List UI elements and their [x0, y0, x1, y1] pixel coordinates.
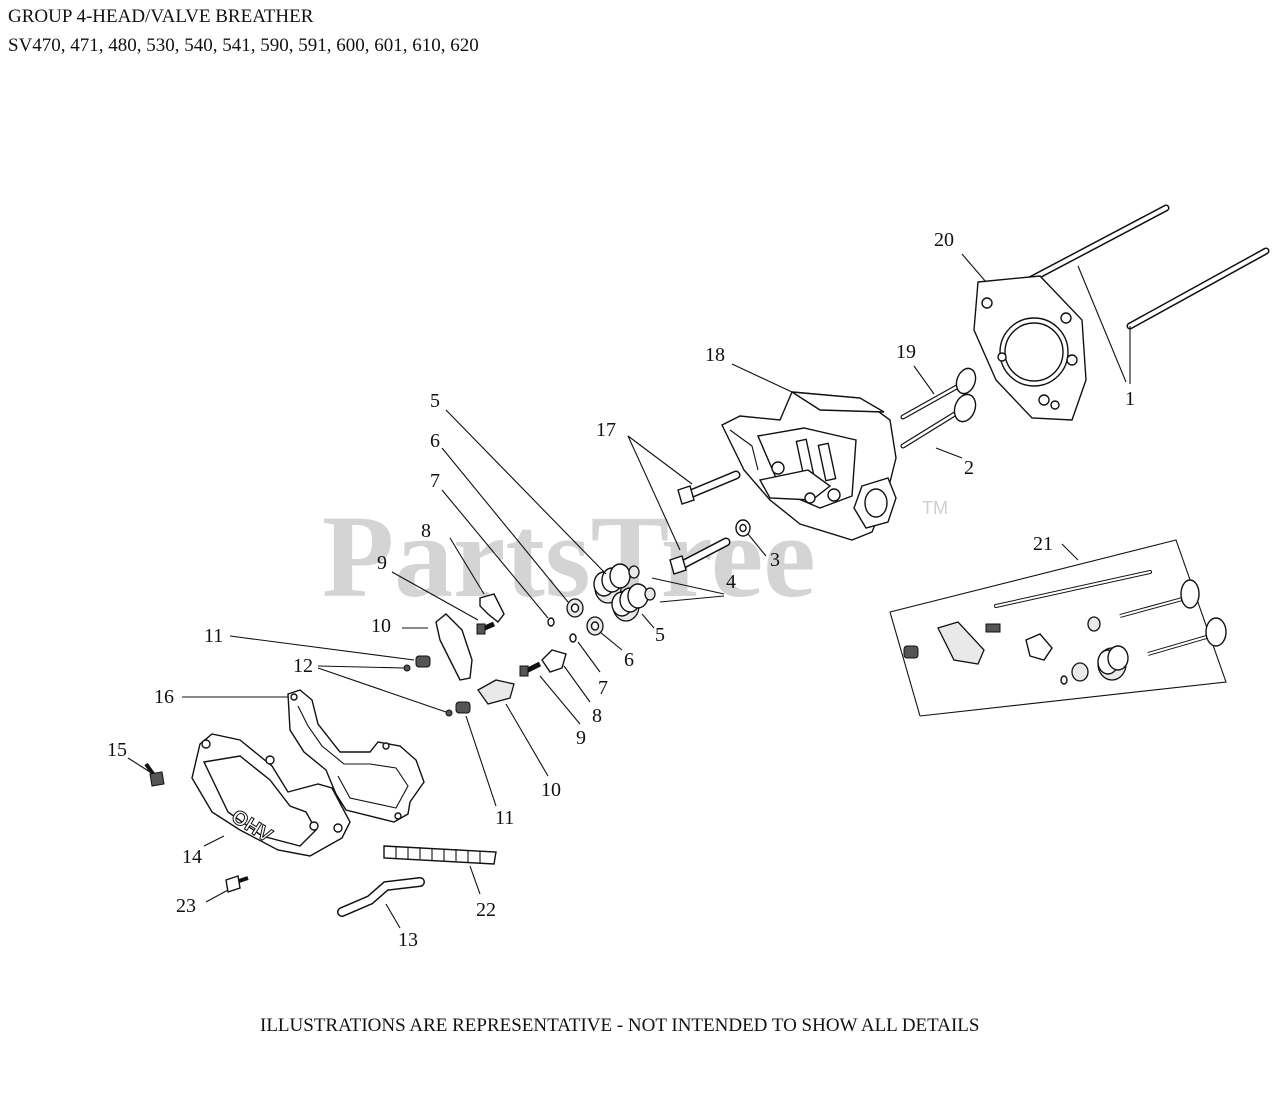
callout-8: 8 — [421, 520, 431, 542]
overhaul-kit-inset — [889, 539, 1227, 717]
callout-6: 6 — [430, 430, 440, 452]
callout-10: 10 — [541, 779, 561, 801]
valve-keeper — [547, 617, 555, 627]
callout-7: 7 — [598, 677, 608, 699]
cover-screw — [225, 875, 249, 893]
callout-9: 9 — [576, 727, 586, 749]
jam-nut — [403, 664, 411, 672]
callout-11: 11 — [204, 625, 223, 647]
callout-23: 23 — [176, 895, 196, 917]
breather-hose — [383, 845, 497, 865]
watermark-trademark: TM — [922, 498, 948, 518]
callout-labels: 1 2 3 4 5 5 6 6 7 7 8 8 9 9 10 10 11 11 … — [107, 229, 1135, 951]
callout-3: 3 — [770, 549, 780, 571]
push-rod-guide — [479, 593, 505, 623]
callout-17: 17 — [596, 419, 616, 441]
callout-11: 11 — [495, 807, 514, 829]
rocker-arm — [477, 679, 515, 705]
diagram-title: GROUP 4-HEAD/VALVE BREATHER — [8, 6, 314, 27]
callout-16: 16 — [154, 686, 174, 708]
rocker-pivot — [455, 701, 471, 714]
rocker-pivot — [415, 655, 431, 668]
push-rods — [1020, 204, 1270, 330]
callout-13: 13 — [398, 929, 418, 951]
callout-18: 18 — [705, 344, 725, 366]
callout-2: 2 — [964, 457, 974, 479]
callout-20: 20 — [934, 229, 954, 251]
cover-screw — [144, 762, 165, 787]
callout-5: 5 — [655, 624, 665, 646]
cylinder-head — [721, 391, 897, 541]
callout-9: 9 — [377, 552, 387, 574]
rocker-arm — [435, 613, 473, 681]
valves — [900, 367, 977, 449]
callout-1: 1 — [1125, 388, 1135, 410]
jam-nut — [445, 709, 453, 717]
valve-keeper — [569, 633, 577, 643]
callout-22: 22 — [476, 899, 496, 921]
callout-8: 8 — [592, 705, 602, 727]
callout-4: 4 — [726, 571, 736, 593]
head-gasket — [973, 275, 1087, 421]
callout-21: 21 — [1033, 533, 1053, 555]
callout-6: 6 — [624, 649, 634, 671]
callout-12: 12 — [293, 655, 313, 677]
watermark: PartsTree — [322, 491, 816, 622]
stem-seal — [628, 565, 640, 579]
valve-cover: OHV — [191, 733, 351, 857]
callout-19: 19 — [896, 341, 916, 363]
callout-10: 10 — [371, 615, 391, 637]
stem-seal — [644, 587, 656, 601]
leader-lines — [127, 253, 1131, 929]
callout-7: 7 — [430, 470, 440, 492]
model-list: SV470, 471, 480, 530, 540, 541, 590, 591… — [8, 35, 479, 56]
push-rod-guide — [541, 649, 567, 673]
valve-springs — [593, 563, 649, 622]
callout-15: 15 — [107, 739, 127, 761]
rocker-studs — [476, 621, 542, 677]
callout-5: 5 — [430, 390, 440, 412]
callout-14: 14 — [182, 846, 202, 868]
head-bolts — [669, 470, 741, 575]
